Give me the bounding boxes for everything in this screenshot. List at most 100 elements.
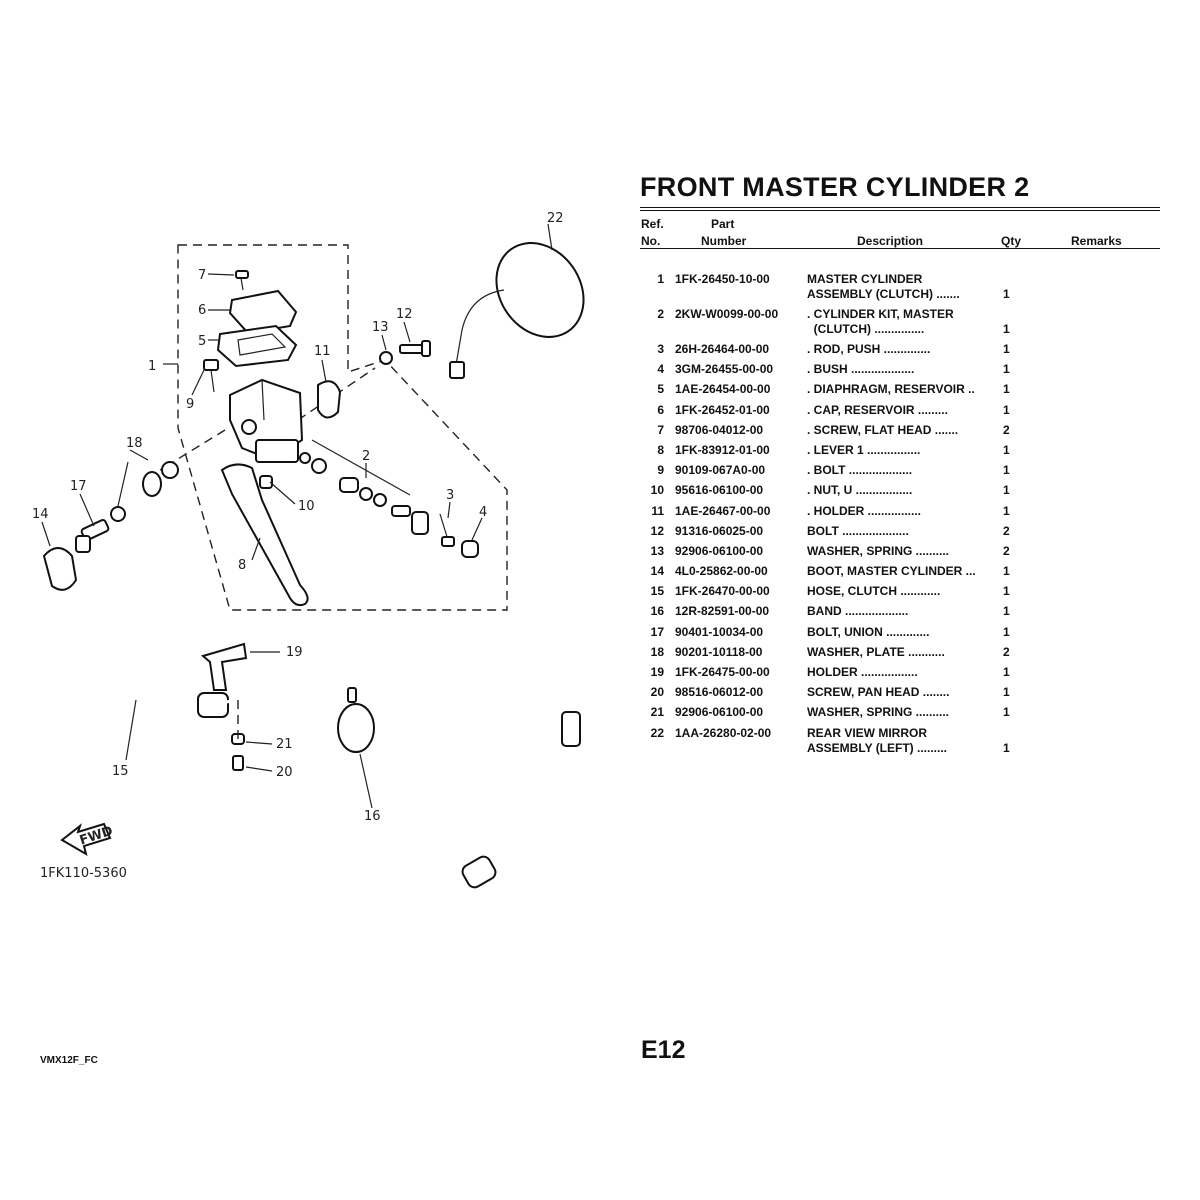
description-line: WASHER, SPRING .......... bbox=[807, 705, 950, 720]
ref-number: 17 bbox=[650, 624, 664, 639]
label-21: 21 bbox=[276, 737, 293, 752]
part-number: 98706-04012-00 bbox=[675, 422, 764, 437]
part-number: 91316-06025-00 bbox=[675, 523, 764, 538]
part-description: . HOLDER ................ bbox=[807, 504, 992, 519]
description-line: . NUT, U ................. bbox=[807, 483, 913, 498]
description-line: . HOLDER ................ bbox=[807, 503, 922, 518]
part-description: BOLT, UNION ............. bbox=[807, 625, 992, 640]
ref-number: 14 bbox=[650, 564, 664, 579]
ref-number: 1 bbox=[657, 272, 664, 286]
ref-number: 4 bbox=[657, 362, 664, 377]
ref-number: 2 bbox=[657, 307, 664, 321]
part-7-screw bbox=[235, 270, 249, 291]
table-row: 14 4L0-25862-00-00 BOOT, MASTER CYLINDER .… bbox=[640, 564, 1160, 584]
col-part-header-1: Part bbox=[711, 217, 735, 231]
description-line: ASSEMBLY (CLUTCH) ....... bbox=[807, 287, 960, 301]
label-4: 4 bbox=[479, 505, 487, 520]
label-9: 9 bbox=[186, 397, 194, 412]
ref-number: 5 bbox=[657, 382, 664, 397]
part-description: . CYLINDER KIT, MASTER (CLUTCH) ........… bbox=[807, 307, 992, 337]
label-15: 15 bbox=[112, 764, 129, 779]
part-3-push-rod bbox=[439, 513, 455, 547]
part-number: 92906-06100-00 bbox=[675, 705, 764, 720]
label-17: 17 bbox=[70, 479, 87, 494]
part-15-hose bbox=[109, 471, 581, 889]
quantity: 1 bbox=[1003, 705, 1010, 720]
quantity: 1 bbox=[1003, 322, 1010, 336]
part-number: 98516-06012-00 bbox=[675, 685, 764, 700]
quantity: 2 bbox=[1003, 422, 1010, 437]
part-number: 1FK-26450-10-00 bbox=[675, 272, 770, 286]
part-number: 12R-82591-00-00 bbox=[675, 604, 770, 619]
quantity: 1 bbox=[1003, 604, 1010, 619]
part-12-bolt bbox=[399, 340, 431, 357]
part-description: . NUT, U ................. bbox=[807, 483, 992, 498]
title-rule bbox=[640, 207, 1160, 208]
description-line: WASHER, SPRING .......... bbox=[807, 543, 950, 558]
col-part-header-2: Number bbox=[701, 234, 747, 248]
ref-number: 18 bbox=[650, 644, 664, 659]
ref-number: 6 bbox=[657, 402, 664, 417]
label-7: 7 bbox=[198, 268, 206, 283]
description-line: . SCREW, FLAT HEAD ....... bbox=[807, 422, 959, 437]
part-22-mirror bbox=[449, 242, 585, 379]
part-description: BAND ................... bbox=[807, 604, 992, 619]
part-number: 4L0-25862-00-00 bbox=[675, 564, 768, 579]
description-line: ASSEMBLY (LEFT) ......... bbox=[807, 740, 948, 755]
table-row: 6 1FK-26452-01-00 . CAP, RESERVOIR .......… bbox=[640, 403, 1160, 423]
label-14: 14 bbox=[32, 507, 49, 522]
description-line: HOLDER ................. bbox=[807, 665, 918, 679]
part-6-cap bbox=[228, 289, 298, 335]
ref-number: 21 bbox=[650, 705, 664, 720]
quantity: 1 bbox=[1003, 685, 1010, 700]
part-description: BOLT .................... bbox=[807, 524, 992, 539]
label-19: 19 bbox=[286, 645, 303, 660]
table-row: 7 98706-04012-00 . SCREW, FLAT HEAD ......… bbox=[640, 423, 1160, 443]
label-22: 22 bbox=[547, 211, 564, 226]
label-2: 2 bbox=[362, 449, 370, 464]
label-11: 11 bbox=[314, 344, 331, 359]
page-title: FRONT MASTER CYLINDER 2 bbox=[640, 172, 1030, 202]
ref-number: 7 bbox=[657, 422, 664, 437]
quantity: 1 bbox=[1003, 402, 1010, 417]
label-10: 10 bbox=[298, 499, 315, 514]
description-line: (CLUTCH) ............... bbox=[807, 322, 925, 336]
part-1-master-cylinder-body bbox=[229, 378, 304, 463]
col-remarks-header: Remarks bbox=[1071, 234, 1122, 248]
description-line: . BUSH ................... bbox=[807, 362, 915, 377]
part-18-washer-upper bbox=[161, 461, 179, 479]
quantity: 1 bbox=[1003, 503, 1010, 518]
ref-number: 9 bbox=[657, 463, 664, 478]
part-19-holder bbox=[200, 642, 248, 691]
quantity: 1 bbox=[1003, 584, 1010, 599]
part-description: . BUSH ................... bbox=[807, 362, 992, 377]
table-row: 21 92906-06100-00 WASHER, SPRING .........… bbox=[640, 705, 1160, 725]
part-description: . SCREW, FLAT HEAD ....... bbox=[807, 423, 992, 438]
description-line: . CAP, RESERVOIR ......... bbox=[807, 402, 948, 417]
description-line: SCREW, PAN HEAD ........ bbox=[807, 685, 950, 700]
description-line: BOLT .................... bbox=[807, 523, 909, 538]
label-8: 8 bbox=[238, 558, 246, 573]
quantity: 1 bbox=[1003, 342, 1010, 356]
ref-number: 10 bbox=[650, 483, 664, 498]
drawing-code: 1FK110-5360 bbox=[40, 866, 127, 881]
quantity: 1 bbox=[1003, 665, 1010, 679]
ref-number: 3 bbox=[657, 342, 664, 356]
part-description: HOLDER ................. bbox=[807, 665, 992, 680]
fwd-arrow: FWD bbox=[60, 822, 115, 857]
part-number: 1FK-26452-01-00 bbox=[675, 402, 770, 417]
description-line: . ROD, PUSH .............. bbox=[807, 342, 931, 356]
description-line: BOOT, MASTER CYLINDER ... bbox=[807, 564, 976, 579]
part-description: BOOT, MASTER CYLINDER ... bbox=[807, 564, 992, 579]
label-13: 13 bbox=[372, 320, 389, 335]
col-desc-header: Description bbox=[857, 234, 924, 248]
